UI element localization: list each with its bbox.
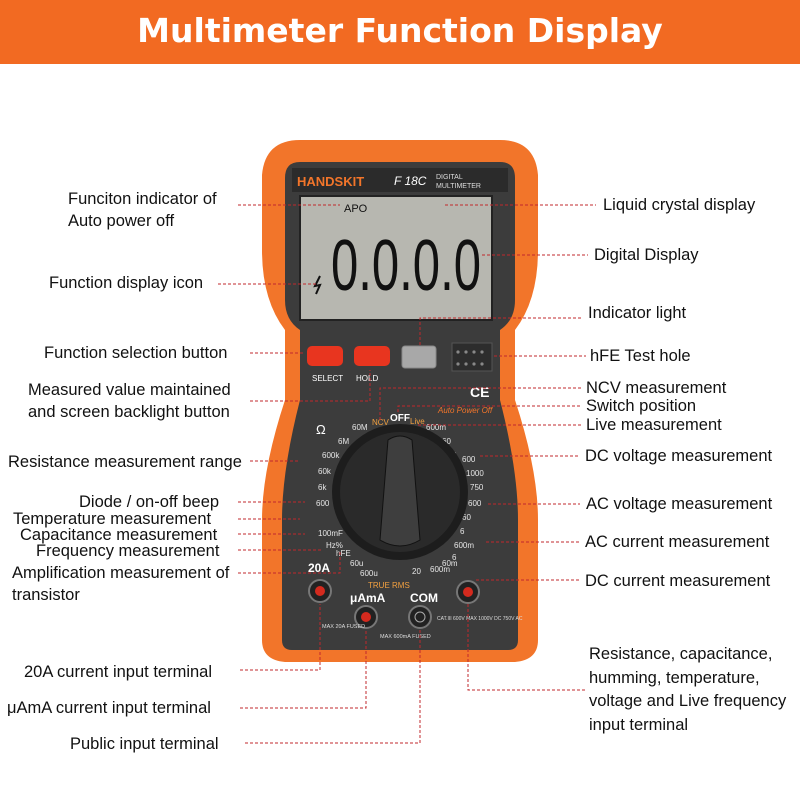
brand-strip <box>292 168 508 192</box>
dial-scale-label: 60u <box>350 559 363 568</box>
leader-indicator <box>419 317 582 345</box>
dial-scale-label: 600k <box>322 451 340 460</box>
leader-20a <box>240 604 321 671</box>
label-resistance-range: Resistance measurement range <box>8 453 242 471</box>
dial-scale-label: Hz% <box>326 541 343 550</box>
ncv-label: NCV <box>372 418 390 427</box>
label-dc-voltage: DC voltage measurement <box>585 447 773 465</box>
label-ncv: NCV measurement <box>586 379 727 397</box>
leader-uama <box>240 630 367 709</box>
label-hold-backlight-button: Measured value maintained and screen bac… <box>28 381 231 421</box>
dial-scale-label: 60 <box>462 513 471 522</box>
terminal-com-label: COM <box>410 591 438 605</box>
dial-knob-grip <box>379 435 421 547</box>
label-switch-position: Switch position <box>586 397 697 415</box>
true-rms-label: TRUE RMS <box>368 581 410 590</box>
terminal-uama-label: μAmA <box>350 591 386 605</box>
dial-scale-label: 60M <box>352 423 368 432</box>
auto-power-off-label: Auto Power Off <box>437 406 493 415</box>
label-frequency: Frequency measurement <box>36 542 220 560</box>
dial-scale-label: 6 <box>460 527 465 536</box>
ohm-symbol: Ω <box>316 422 326 437</box>
select-button <box>307 346 343 366</box>
label-dc-current: DC current measurement <box>585 572 771 590</box>
label-lcd: Liquid crystal display <box>603 196 756 214</box>
cat-note: CAT.III 600V MAX 1000V DC 750V AC <box>437 616 523 622</box>
hold-label: HOLD <box>356 374 378 383</box>
dial-scale-label: 600m <box>454 541 474 550</box>
dial-scale-label: 600u <box>360 569 378 578</box>
label-capacitance: Capacitance measurement <box>20 526 218 544</box>
dial-scale-label: 600m <box>426 423 446 432</box>
indicator-light-lens <box>401 345 437 369</box>
leader-switch <box>397 405 582 412</box>
page-title: Multimeter Function Display <box>137 11 663 50</box>
off-label: OFF <box>390 413 410 424</box>
label-ac-current: AC current measurement <box>585 533 770 551</box>
hfe-socket <box>451 342 493 372</box>
lcd-apo-indicator: APO <box>344 203 368 215</box>
label-multi-terminal: Resistance, capacitance, humming, temper… <box>589 645 787 734</box>
terminal-20a <box>308 579 332 603</box>
brand-logo: HANDSKIT <box>297 174 364 189</box>
dial-scale-label: 6k <box>318 483 327 492</box>
title-banner: Multimeter Function Display <box>0 0 800 64</box>
label-ac-voltage: AC voltage measurement <box>586 495 773 513</box>
label-digital-display: Digital Display <box>594 246 699 264</box>
lcd-digits: 0.0.0.0 <box>331 226 481 306</box>
label-uama-terminal: μAmA current input terminal <box>7 699 211 717</box>
label-indicator-light: Indicator light <box>588 304 687 322</box>
dial-scale-label: 600m <box>430 565 450 574</box>
terminal-uama <box>354 605 378 629</box>
label-function-display-icon: Function display icon <box>49 274 204 292</box>
dial-scale-label: 6 <box>452 553 457 562</box>
fuse-note-600ma: MAX 600mA FUSED <box>380 634 431 640</box>
hold-button <box>354 346 390 366</box>
leader-hold <box>250 370 371 402</box>
lcd-screen <box>299 195 493 321</box>
label-public-terminal: Public input terminal <box>70 735 219 753</box>
leader-ncv <box>379 387 582 420</box>
leader-multi-terminal <box>467 604 586 691</box>
dial-scale-label: 600 <box>316 499 330 508</box>
dial-scale-label: hFE <box>336 549 351 558</box>
fuse-note-20a: MAX 20A FUSED <box>322 624 365 630</box>
leader-com <box>245 630 421 744</box>
subtitle-multimeter: MULTIMETER <box>436 183 481 190</box>
live-label: Live <box>410 417 425 426</box>
terminal-com <box>408 605 432 629</box>
terminal-multi <box>456 580 480 604</box>
dial-scale-label: 6M <box>338 437 349 446</box>
dial-scale-label: 600 <box>462 455 476 464</box>
label-20a-terminal: 20A current input terminal <box>24 663 213 681</box>
model-name: F 18C <box>394 174 427 188</box>
label-function-selection-button: Function selection button <box>44 344 228 362</box>
terminal-20a-label: 20A <box>308 561 330 575</box>
dial-scale-label: 750 <box>470 483 484 492</box>
dial-scale-label: 60k <box>318 467 332 476</box>
label-diode-beep: Diode / on-off beep <box>79 493 220 511</box>
label-temperature: Temperature measurement <box>13 510 212 528</box>
label-amplification: Amplification measurement of transistor <box>12 564 230 604</box>
leader-amplification <box>238 550 341 574</box>
dial-scale-label: 100mF <box>318 529 343 538</box>
dial-scale-label: 60m <box>442 559 458 568</box>
dial-scale-label: 20 <box>412 567 421 576</box>
dial-scale-label: 600 <box>468 499 482 508</box>
label-hfe-hole: hFE Test hole <box>590 347 691 365</box>
label-live: Live measurement <box>586 416 722 434</box>
label-auto-power-off-indicator: Funciton indicator of Auto power off <box>68 190 217 230</box>
dial-scale-label: 1000 <box>466 469 484 478</box>
select-label: SELECT <box>312 374 343 383</box>
subtitle-digital: DIGITAL <box>436 174 463 181</box>
lightning-icon <box>313 275 322 295</box>
dial-scale-label: 60 <box>442 437 451 446</box>
